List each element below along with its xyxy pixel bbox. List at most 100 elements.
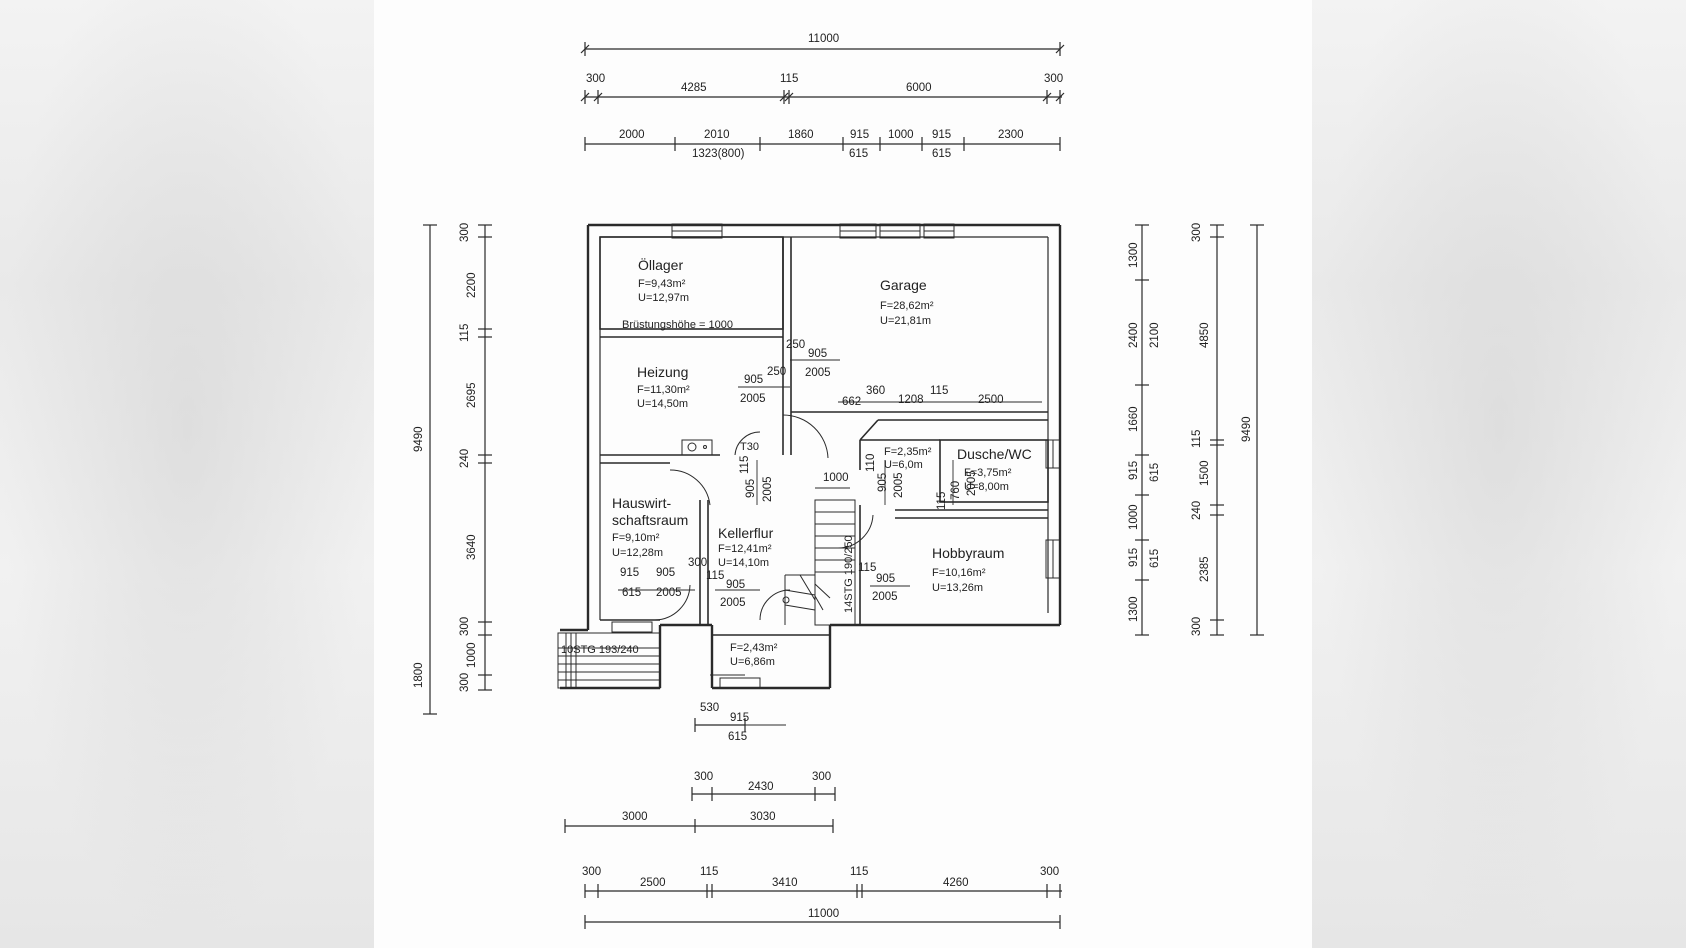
- room-heizung-perimeter: U=14,50m: [637, 398, 688, 410]
- dim-bottom-r4-0: 300: [582, 866, 601, 878]
- room-hobbyraum-perimeter: U=13,26m: [932, 582, 983, 594]
- dim-left-0: 300: [459, 223, 471, 242]
- dim-right-c1b-2: 615: [1149, 549, 1161, 568]
- idim-905f: 905: [726, 579, 745, 591]
- main-stair: [782, 499, 856, 626]
- idim-905a: 905: [808, 348, 827, 360]
- door-t30-label: T30: [740, 441, 759, 453]
- dim-left-1: 2200: [466, 272, 478, 298]
- dim-top-r3-3: 915: [850, 129, 869, 141]
- idim-662: 662: [842, 396, 861, 408]
- dim-bottom-r4-6: 300: [1040, 866, 1059, 878]
- dim-bottom-r4-3: 3410: [772, 877, 798, 889]
- room-kellerflur-perimeter: U=14,10m: [718, 557, 769, 569]
- idim-360: 360: [866, 385, 885, 397]
- dim-right-c1-4: 1000: [1128, 504, 1140, 530]
- dim-right-c2-4: 240: [1191, 501, 1203, 520]
- room-vorraum-area: F=2,35m²: [884, 446, 932, 458]
- dim-top-r3-4: 1000: [888, 129, 914, 141]
- idim-1000: 1000: [823, 472, 849, 484]
- dim-right-c1b-0: 2100: [1149, 322, 1161, 348]
- dim-top-r3-2: 1860: [788, 129, 814, 141]
- room-hobbyraum-area: F=10,16m²: [932, 567, 986, 579]
- blurred-background-right: [1312, 0, 1686, 948]
- dim-bottom-r1-0: 530: [700, 702, 719, 714]
- room-dusche-name: Dusche/WC: [957, 446, 1032, 462]
- dim-top-r3-1: 2010: [704, 129, 730, 141]
- dim-bottom-r4-1: 2500: [640, 877, 666, 889]
- idim-2005d: 2005: [893, 472, 905, 498]
- idim-2500: 2500: [978, 394, 1004, 406]
- dim-right-c2-0: 300: [1191, 223, 1203, 242]
- dim-top-r3-6: 2300: [998, 129, 1024, 141]
- idim-115e: 115: [706, 570, 724, 582]
- idim-115b: 115: [739, 456, 751, 474]
- dim-top-total: 11000: [808, 33, 839, 45]
- dim-bottom-r2-2: 300: [812, 771, 831, 783]
- bottom-dimension-lines: [564, 718, 1062, 929]
- idim-115f: 115: [858, 562, 876, 574]
- idim-905c: 905: [745, 479, 757, 498]
- dim-bottom-total: 11000: [808, 908, 839, 920]
- room-hobbyraum-name: Hobbyraum: [932, 545, 1004, 561]
- room-vorraum-perimeter: U=6,0m: [884, 459, 923, 471]
- dim-right-c1-5: 915: [1128, 548, 1140, 567]
- idim-905e: 905: [656, 567, 675, 579]
- dim-right-c1b-1: 615: [1149, 463, 1161, 482]
- idim-110: 110: [865, 454, 877, 472]
- left-dimension-lines: [423, 224, 492, 715]
- idim-2005h: 2005: [872, 591, 898, 603]
- right-dimension-labels: 1300 2400 1660 915 1000 915 1300 2100 61…: [1128, 223, 1253, 636]
- room-hauswirtschaft-name-1: Hauswirt-: [612, 495, 671, 511]
- dim-left-6: 300: [459, 617, 471, 636]
- main-stair-label: 14STG 190/250: [843, 535, 855, 613]
- top-dimension-lines: [580, 42, 1065, 151]
- idim-2005b: 2005: [740, 393, 766, 405]
- interior-walls: [599, 236, 1049, 636]
- room-dusche-area: F=3,75m²: [964, 467, 1012, 479]
- top-dimension-labels: 11000 300 4285 115 6000 300 2000 2010 18…: [586, 33, 1063, 160]
- dim-bottom-r3-0: 3000: [622, 811, 648, 823]
- idim-300: 300: [688, 557, 707, 569]
- right-dimension-lines: [1135, 224, 1264, 636]
- idim-2005c: 2005: [762, 476, 774, 502]
- dim-left-2: 115: [459, 324, 471, 342]
- dim-bottom-r2-0: 300: [694, 771, 713, 783]
- dim-top-r3-0: 2000: [619, 129, 645, 141]
- idim-905b: 905: [744, 374, 763, 386]
- room-heizung-area: F=11,30m²: [637, 384, 690, 396]
- dim-right-c2-5: 2385: [1199, 556, 1211, 582]
- floor-plan-sheet: [374, 0, 1312, 948]
- dim-top-r2-0: 300: [586, 73, 605, 85]
- room-hauswirtschaft-perimeter: U=12,28m: [612, 547, 663, 559]
- blurred-background-left: [0, 0, 374, 948]
- dim-left-7: 1000: [466, 642, 478, 668]
- dim-top-r2-2: 115: [780, 73, 798, 85]
- dim-left-8: 300: [459, 673, 471, 692]
- boiler-symbol: [681, 439, 713, 456]
- dim-right-total: 9490: [1241, 416, 1253, 442]
- room-dusche-perimeter: U=8,00m: [964, 481, 1009, 493]
- dim-top-r3-5: 915: [932, 129, 951, 141]
- dim-top-r2-4: 300: [1044, 73, 1063, 85]
- idim-1208: 1208: [898, 394, 924, 406]
- room-oellager-perimeter: U=12,97m: [638, 292, 689, 304]
- interior-dimension-labels: 250 905 2005 905 250 2005 662 360 1208 1…: [620, 339, 1004, 609]
- dim-right-c2-6: 300: [1191, 617, 1203, 636]
- dim-top-r2-3: 6000: [906, 82, 932, 94]
- dim-left-outer: 1800: [413, 662, 425, 688]
- dim-right-c1-1: 2400: [1128, 322, 1140, 348]
- room-garage-area: F=28,62m²: [880, 300, 934, 312]
- dim-left-4: 240: [459, 449, 471, 468]
- dim-top-sub-0: 1323(800): [692, 148, 745, 160]
- left-dimension-labels: 9490 1800 300 2200 115 2695 240 3640 300…: [413, 223, 478, 692]
- idim-2005g: 2005: [720, 597, 746, 609]
- outside-stair: [557, 632, 661, 689]
- bottom-dimension-labels: 530 915 615 300 2430 300 3000 3030 300 2…: [582, 702, 1059, 920]
- dim-bottom-r4-2: 115: [700, 866, 718, 878]
- room-heizung-name: Heizung: [637, 364, 688, 380]
- dim-top-sub-2: 615: [932, 148, 951, 160]
- interior-dimension-lines: [618, 359, 1042, 726]
- dim-right-c2-2: 115: [1191, 430, 1203, 448]
- dim-right-c1-2: 1660: [1128, 406, 1140, 432]
